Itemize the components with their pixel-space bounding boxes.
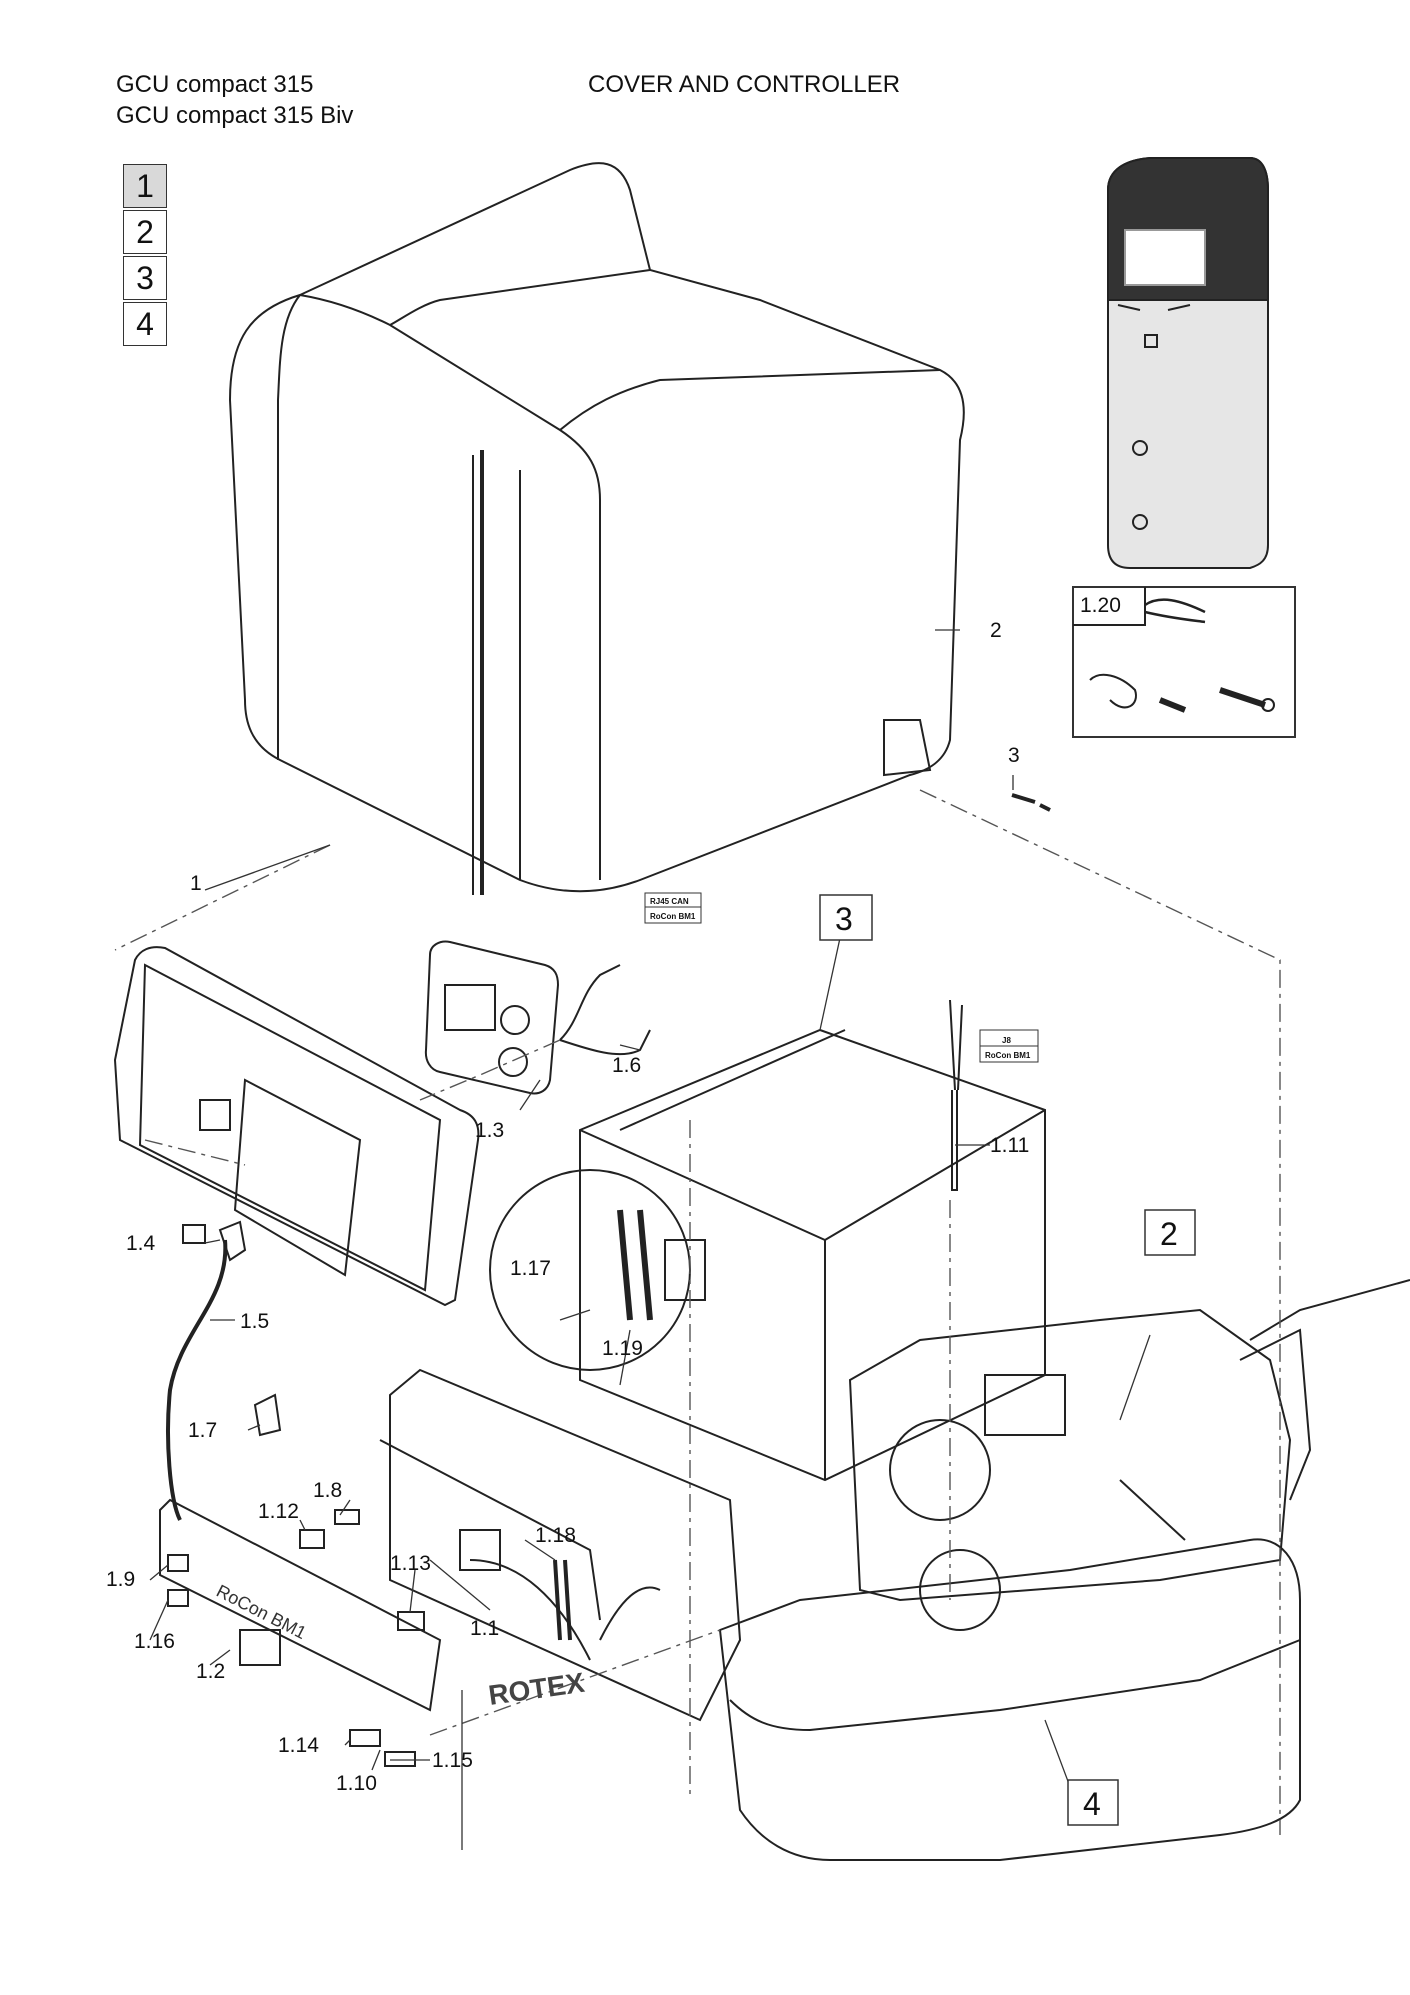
callout-1-10: 1.10	[336, 1772, 377, 1795]
connector-1-16	[167, 1589, 189, 1607]
assembly-box-4-frame	[1067, 1779, 1119, 1826]
model-name-line-2: GCU compact 315 Biv	[116, 102, 354, 129]
callout-1-8: 1.8	[313, 1479, 342, 1502]
callout-1-9: 1.9	[106, 1568, 135, 1591]
callout-1-4: 1.4	[126, 1232, 156, 1255]
cover-hood	[228, 162, 965, 895]
section-tab-3[interactable]: 3	[123, 256, 167, 300]
cable-1-11	[951, 1090, 958, 1191]
tool-kit-panel	[1072, 586, 1296, 738]
connector-1-14	[349, 1729, 381, 1747]
model-name-line-1: GCU compact 315	[116, 71, 314, 98]
cable-1-11-leads	[949, 999, 963, 1091]
callout-1-15: 1.15	[432, 1749, 473, 1772]
connector-1-13	[397, 1611, 425, 1631]
assembly-box-3-frame	[819, 894, 873, 941]
section-tab-1[interactable]: 1	[123, 164, 167, 208]
section-tab-list: 1 2 3 4	[123, 164, 167, 348]
switch-1-4	[182, 1224, 206, 1244]
screw-3	[1011, 793, 1051, 812]
callout-1-1: 1.1	[470, 1617, 499, 1640]
wiring-harness	[469, 1559, 661, 1661]
callout-1-3: 1.3	[475, 1119, 504, 1142]
connector-1-8	[334, 1509, 360, 1525]
connector-1-12	[299, 1529, 325, 1549]
callout-1-16: 1.16	[134, 1630, 175, 1653]
assembly-guide-lines	[114, 789, 1281, 1835]
callout-1-7: 1.7	[188, 1419, 217, 1442]
base-tray	[718, 1538, 1301, 1861]
brand-print-rotex: ROTEX	[487, 1667, 587, 1711]
detail-magnifier	[489, 1169, 706, 1371]
callout-3: 3	[1008, 744, 1020, 767]
assembly-box-2-frame	[1144, 1209, 1196, 1256]
callout-1-5: 1.5	[240, 1310, 269, 1333]
callout-1-2: 1.2	[196, 1660, 225, 1683]
assembly-box-3[interactable]: 3	[835, 901, 853, 937]
callout-1-12: 1.12	[258, 1500, 299, 1523]
tag-dividers	[645, 906, 1038, 1047]
switch-connector	[218, 1220, 247, 1262]
callout-1-11: 1.11	[990, 1134, 1029, 1157]
callout-1-13: 1.13	[390, 1552, 431, 1575]
assembly-box-4[interactable]: 4	[1083, 1786, 1101, 1822]
assembly-box-2[interactable]: 2	[1160, 1216, 1178, 1252]
plug-1-7	[253, 1393, 282, 1437]
callout-1-6: 1.6	[612, 1054, 641, 1077]
callout-1-20: 1.20	[1080, 594, 1121, 617]
board-print-rocon: RoCon BM1	[213, 1581, 309, 1643]
section-tab-2[interactable]: 2	[123, 210, 167, 254]
controller-housing	[579, 1028, 1046, 1482]
callout-1-17: 1.17	[510, 1257, 551, 1280]
section-tab-4[interactable]: 4	[123, 302, 167, 346]
pump-assembly	[848, 1279, 1410, 1631]
connector-1-15	[384, 1751, 416, 1767]
front-panel	[113, 946, 480, 1307]
leader-lines	[149, 629, 1151, 1850]
callout-1: 1	[190, 872, 202, 895]
cable-1-5	[166, 1239, 228, 1521]
callout-1-18: 1.18	[535, 1524, 576, 1547]
rj45-tag-frame	[644, 892, 702, 924]
section-title: COVER AND CONTROLLER	[588, 71, 901, 98]
j8-tag-top: J8	[1002, 1036, 1011, 1045]
cover-bracket	[883, 719, 932, 777]
callout-1-14: 1.14	[278, 1734, 319, 1757]
terminal-block	[553, 1559, 572, 1641]
rj45-tag-bottom: RoCon BM1	[650, 912, 696, 921]
j8-tag-bottom: RoCon BM1	[985, 1051, 1031, 1060]
connector-1-9	[167, 1554, 189, 1572]
rj45-tag-top: RJ45 CAN	[650, 897, 689, 906]
callout-1-19: 1.19	[602, 1337, 643, 1360]
callout-2: 2	[990, 619, 1002, 642]
controller-board	[159, 1368, 742, 1722]
unit-overview-thumbnail	[1107, 157, 1269, 569]
room-controller	[424, 940, 651, 1095]
